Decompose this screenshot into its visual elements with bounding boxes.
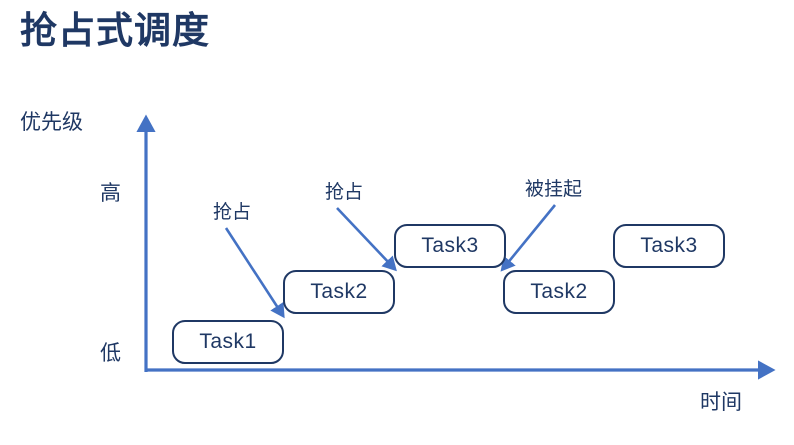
- task-block-task3-first: Task3: [394, 224, 506, 268]
- annotation-preempt-2: 抢占: [325, 182, 364, 203]
- task-block-task2-first: Task2: [283, 270, 395, 314]
- y-axis-tick-low: 低: [100, 342, 121, 365]
- preempt-1-arrow: [224, 227, 285, 319]
- task-block-task3-second: Task3: [613, 224, 725, 268]
- task-block-task2-second: Task2: [503, 270, 615, 314]
- suspend-arrow: [500, 204, 557, 272]
- preempt-2-arrow: [336, 207, 397, 272]
- task-block-task1: Task1: [172, 320, 284, 364]
- x-axis-title: 时间: [700, 391, 742, 414]
- annotation-suspended: 被挂起: [525, 179, 583, 200]
- y-axis-tick-high: 高: [100, 182, 121, 205]
- page-title: 抢占式调度: [20, 10, 210, 51]
- annotation-preempt-1: 抢占: [213, 202, 252, 223]
- y-axis-title: 优先级: [20, 111, 83, 134]
